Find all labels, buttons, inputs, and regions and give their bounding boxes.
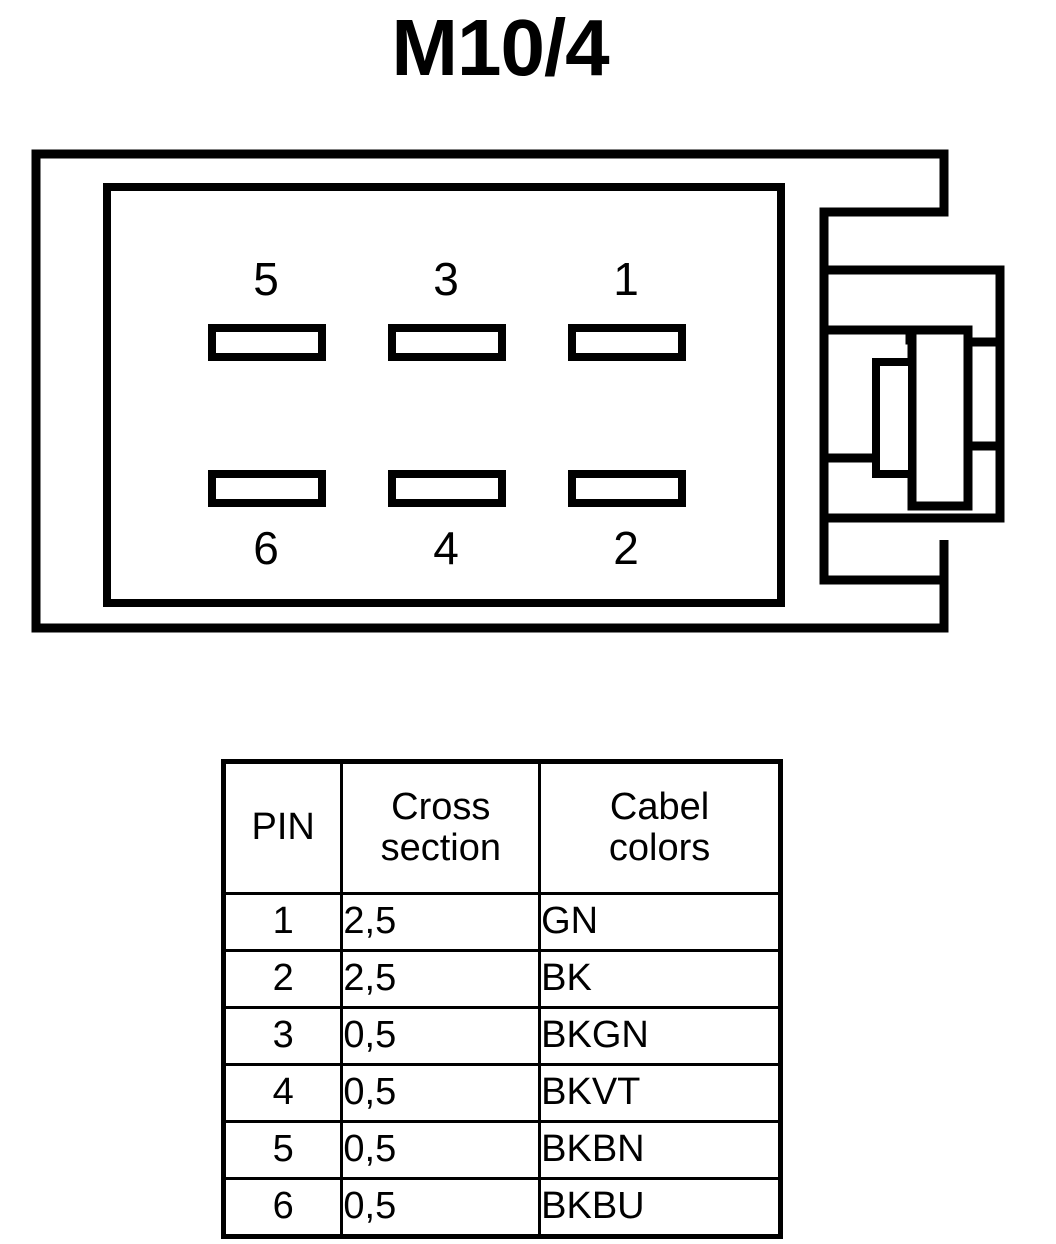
cell-pin: 2 — [221, 949, 344, 1009]
pin-slot-6 — [208, 470, 326, 507]
connector-drawing: 5 3 1 6 4 2 — [31, 149, 1005, 633]
column-header-cross-section-line2: section — [380, 827, 501, 869]
cell-cabel-color: BKBU — [538, 1177, 782, 1238]
column-header-cross-section-line1: Cross — [391, 785, 491, 828]
column-header-cabel-colors-line1: Cabel — [609, 785, 710, 828]
cell-pin: 5 — [221, 1120, 344, 1180]
pin-label-5: 5 — [253, 253, 279, 305]
pin-label-4: 4 — [433, 522, 459, 574]
pin-label-2: 2 — [613, 522, 639, 574]
column-header-pin: PIN — [221, 760, 344, 895]
pin-slot-2 — [568, 470, 686, 507]
pin-slot-5 — [208, 324, 326, 361]
cell-cabel-color: BKVT — [538, 1063, 782, 1123]
cell-cross-section: 0,5 — [340, 1177, 542, 1238]
table-head: PIN Cross section Cabel colors — [221, 760, 782, 895]
connector-diagram: 5 3 1 6 4 2 — [0, 140, 1056, 700]
cell-cross-section: 0,5 — [340, 1120, 542, 1180]
cell-cabel-color: GN — [538, 892, 782, 952]
cell-cross-section: 0,5 — [340, 1006, 542, 1066]
pin-slot-1 — [568, 324, 686, 361]
pin-label-3: 3 — [433, 253, 459, 305]
column-header-cabel-colors: Cabel colors — [538, 760, 782, 895]
cell-pin: 6 — [221, 1177, 344, 1238]
cell-cabel-color: BKBN — [538, 1120, 782, 1180]
pin-slot-3 — [388, 324, 506, 361]
cell-cabel-color: BK — [538, 949, 782, 1009]
pin-label-1: 1 — [613, 253, 639, 305]
latch-tab-inner — [872, 358, 916, 478]
column-header-cross-section: Cross section — [340, 760, 542, 895]
cell-pin: 1 — [221, 892, 344, 952]
cell-cabel-color: BKGN — [538, 1006, 782, 1066]
pin-slot-4 — [388, 470, 506, 507]
pin-label-6: 6 — [253, 522, 279, 574]
latch-tab-outer — [907, 325, 973, 511]
cell-cross-section: 0,5 — [340, 1063, 542, 1123]
table-header-row: PIN Cross section Cabel colors — [221, 760, 782, 895]
connector-pin-cavity — [103, 183, 785, 607]
cell-cross-section: 2,5 — [340, 949, 542, 1009]
cell-pin: 4 — [221, 1063, 344, 1123]
cell-pin: 3 — [221, 1006, 344, 1066]
cell-cross-section: 2,5 — [340, 892, 542, 952]
column-header-cabel-colors-line2: colors — [608, 827, 711, 869]
page-title: M10/4 — [391, 3, 609, 92]
